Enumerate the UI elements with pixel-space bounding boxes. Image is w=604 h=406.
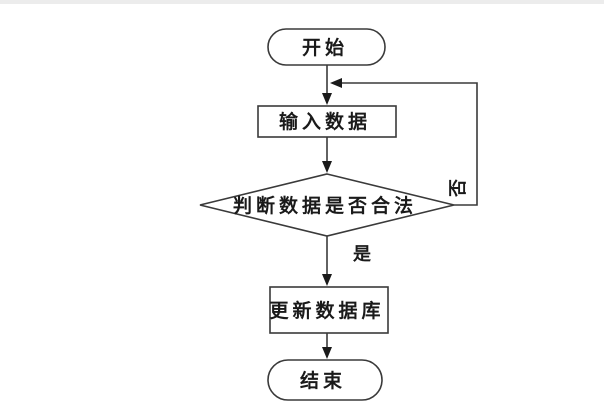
update-process-shape	[269, 286, 389, 334]
start-label: 开始	[302, 36, 348, 59]
arrow-down-into-input-icon	[322, 93, 332, 105]
input-label: 输入数据	[279, 110, 371, 133]
end-label: 结束	[300, 369, 346, 392]
arrow-down-into-update-icon	[322, 274, 332, 286]
end-terminator-shape	[267, 359, 383, 401]
input-process-shape	[257, 105, 397, 138]
arrow-left-feedback-icon	[330, 78, 342, 88]
decision-diamond-shape	[199, 173, 455, 237]
edge-no-feedback-loop	[342, 82, 478, 206]
arrow-down-into-end-icon	[322, 347, 332, 359]
no-branch-label: 否	[448, 179, 468, 198]
decision-label: 判断数据是否合法	[233, 194, 417, 217]
yes-branch-label: 是	[352, 244, 371, 264]
arrow-down-into-decision-icon	[322, 161, 332, 173]
top-divider-band	[0, 0, 604, 4]
start-terminator-shape	[267, 28, 386, 66]
update-label: 更新数据库	[269, 299, 384, 322]
